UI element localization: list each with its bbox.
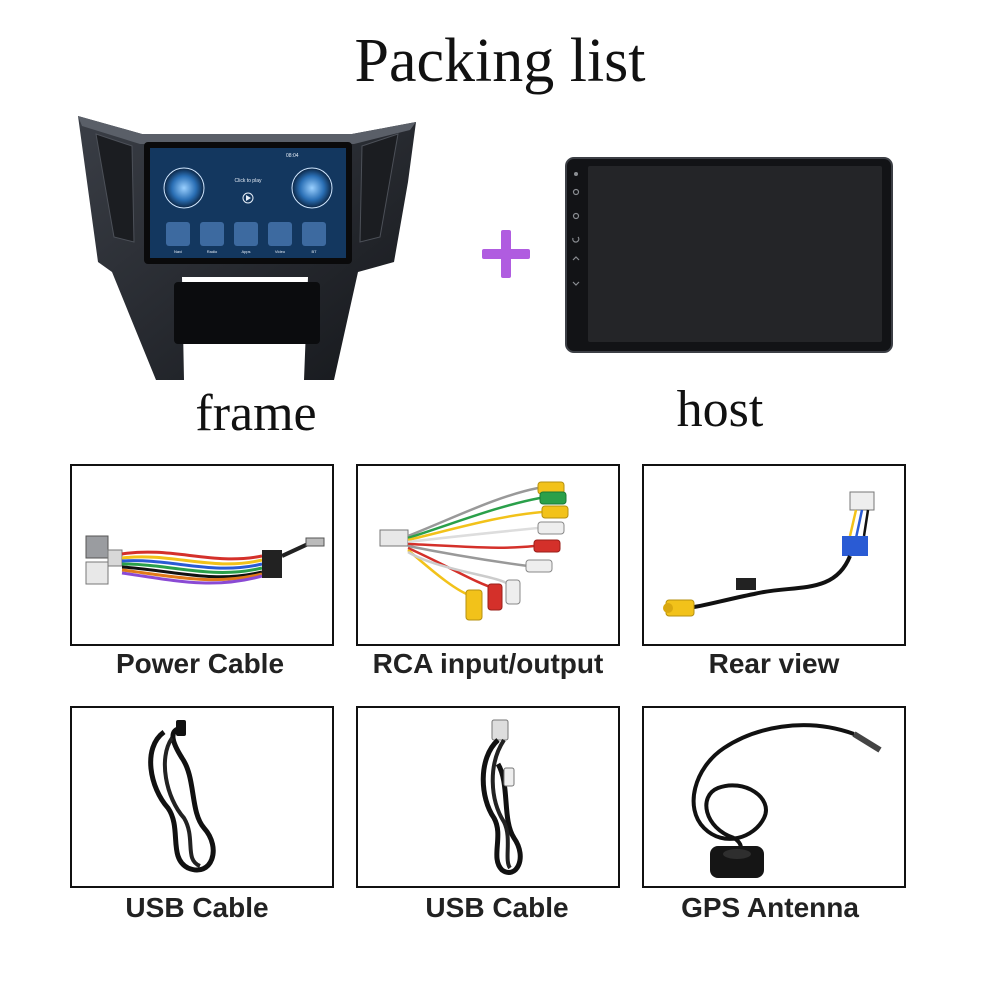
host-unit-image <box>565 157 893 353</box>
car-frame-image: 08:04 Click to play Navi Radio Apps Vide… <box>78 116 416 380</box>
app-label-video: Video <box>275 249 286 254</box>
app-label-navi: Navi <box>174 249 182 254</box>
accessory-label-usb-cable-2: USB Cable <box>425 892 569 923</box>
accessory-card-gps-antenna <box>642 706 906 888</box>
accessory-label-power-cable: Power Cable <box>115 648 285 679</box>
accessory-label-gps-antenna: GPS Antenna <box>681 892 859 923</box>
accessory-label-usb-cable-1: USB Cable <box>125 892 269 923</box>
app-label-apps: Apps <box>241 249 250 254</box>
frame-screen-app-row: Navi Radio Apps Video BT <box>166 222 326 254</box>
gps-antenna-icon <box>691 723 882 878</box>
rca-cable-icon <box>379 481 569 621</box>
app-label-radio: Radio <box>207 249 218 254</box>
app-label-bt: BT <box>311 249 317 254</box>
usb-cable-icon <box>148 720 216 873</box>
page-title: Packing list <box>354 27 646 95</box>
usb-cable-icon <box>480 719 523 875</box>
frame-screen-media-prompt: Click to play <box>235 178 262 184</box>
frame-label: frame <box>195 385 317 442</box>
plus-icon <box>482 230 530 278</box>
frame-screen-time: 08:04 <box>286 153 299 159</box>
accessory-label-rca: RCA input/output <box>372 648 604 679</box>
rear-view-cable-icon <box>663 491 875 617</box>
host-label: host <box>676 381 764 438</box>
accessory-card-usb-cable-1 <box>70 706 334 888</box>
accessory-card-usb-cable-2 <box>356 706 620 888</box>
power-cable-icon <box>85 535 325 585</box>
accessory-label-rear-view: Rear view <box>708 648 840 679</box>
accessory-card-rear-view <box>642 464 906 646</box>
accessory-card-rca <box>356 464 620 646</box>
accessory-card-power-cable <box>70 464 334 646</box>
